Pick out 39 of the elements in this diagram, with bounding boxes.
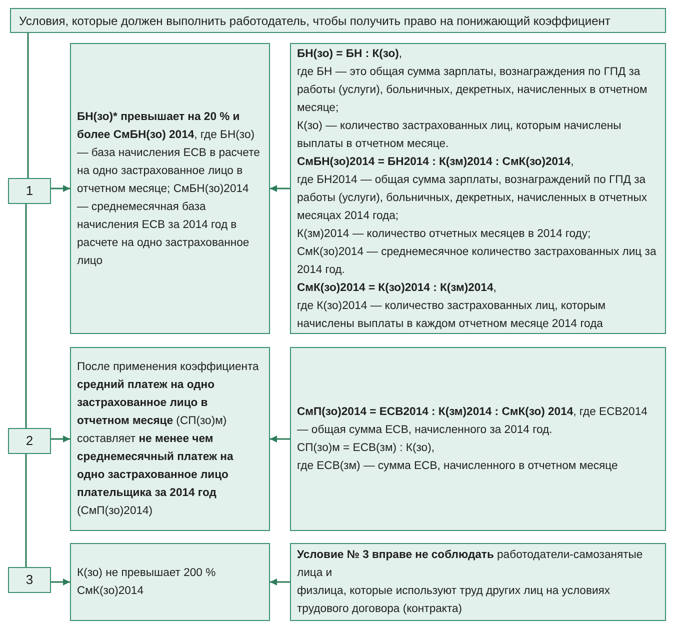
formula-text: где К(зо)2014 — количество застрахованных лиц, которым начислены выплаты в каждом отчетном месяце 2014 года	[297, 298, 607, 332]
condition-text: После применения коэффициента средний платеж на одно застрахованное лицо в отчетном месяце (СП(зо)м) составляет не менее чем среднемесячный платеж на одно застрахованное лицо плательщика за 2014 год (СмП(зо)2014)	[77, 360, 260, 519]
formula-box	[290, 43, 666, 334]
note-text: физлица, которые используют труд других лиц на условиях трудового договора (контракта)	[297, 584, 612, 617]
formula-text: СмК(зо)2014 — среднемесячное количество застрахованных лиц за 2014 год.	[297, 244, 658, 278]
condition-box	[70, 543, 270, 621]
formula-text: где БН2014 — общая сумма зарплаты, вознаграждений по ГПД за работы (услуги), больничных, декретных, начисленных в отчетных месяцах 2014 года;	[297, 172, 648, 224]
formula-text: СмБН(зо)2014 = БН2014 : К(зм)2014 : СмК(зо)2014,	[297, 154, 575, 170]
step-number: 1	[26, 182, 34, 200]
formula-text: К(зо) — количество застрахованных лиц, которым начислены выплаты в отчетном месяце.	[297, 118, 622, 152]
formula-text: СП(зо)м = ЕСВ(зм) : К(зо),	[297, 441, 436, 456]
formula-text: СмК(зо)2014 = К(зо)2014 : К(зм)2014,	[297, 280, 498, 296]
arrow	[51, 185, 70, 192]
number-box	[8, 178, 51, 204]
heading-box	[10, 8, 666, 33]
formula-text: БН(зо) = БН : К(зо),	[297, 46, 404, 62]
step-number: 3	[26, 571, 34, 589]
formula-text: где ЕСВ(зм) — сумма ЕСВ, начисленного в отчетном месяце	[297, 459, 619, 474]
arrow	[270, 578, 290, 586]
condition-box	[70, 43, 270, 334]
arrow	[270, 436, 290, 442]
formula-box	[290, 347, 666, 531]
formula-text: СмП(зо)2014 = ЕСВ2014 : К(зм)2014 : СмК(зо) 2014, где ЕСВ2014 — общая сумма ЕСВ, начисленного за 2014 год.	[297, 405, 648, 438]
step-number: 2	[26, 432, 34, 450]
connector-line	[27, 33, 29, 178]
arrow	[270, 185, 290, 192]
condition-text: БН(зо)* превышает на 20 % и более СмБН(зо) 2014, где БН(зо) — база начисления ЕСВ в расчете на одно застрахованное лицо в отчетном месяце; СмБН(зо)2014 — среднемесячная база начисления ЕСВ за 2014 год в расчете на одно застрахованное лицо	[77, 110, 261, 268]
arrow	[51, 436, 70, 442]
formula-text: К(зм)2014 — количество отчетных месяцев в 2014 году;	[297, 226, 592, 242]
number-box	[8, 567, 51, 593]
heading-text: Условия, которые должен выполнить работодатель, чтобы получить право на понижающий коэффициент	[19, 12, 612, 30]
number-box	[8, 428, 51, 454]
connector-line	[25, 454, 27, 567]
condition-box	[70, 347, 270, 531]
connector-line	[25, 204, 27, 428]
formula-box	[290, 543, 666, 621]
arrow	[51, 578, 70, 586]
formula-text: где БН — это общая сумма зарплаты, вознаграждения по ГПД за работы (услуги), больничных, декретных, начисленных в отчетном месяце;	[297, 64, 648, 116]
condition-text: К(зо) не превышает 200 % СмК(зо)2014	[77, 566, 217, 599]
